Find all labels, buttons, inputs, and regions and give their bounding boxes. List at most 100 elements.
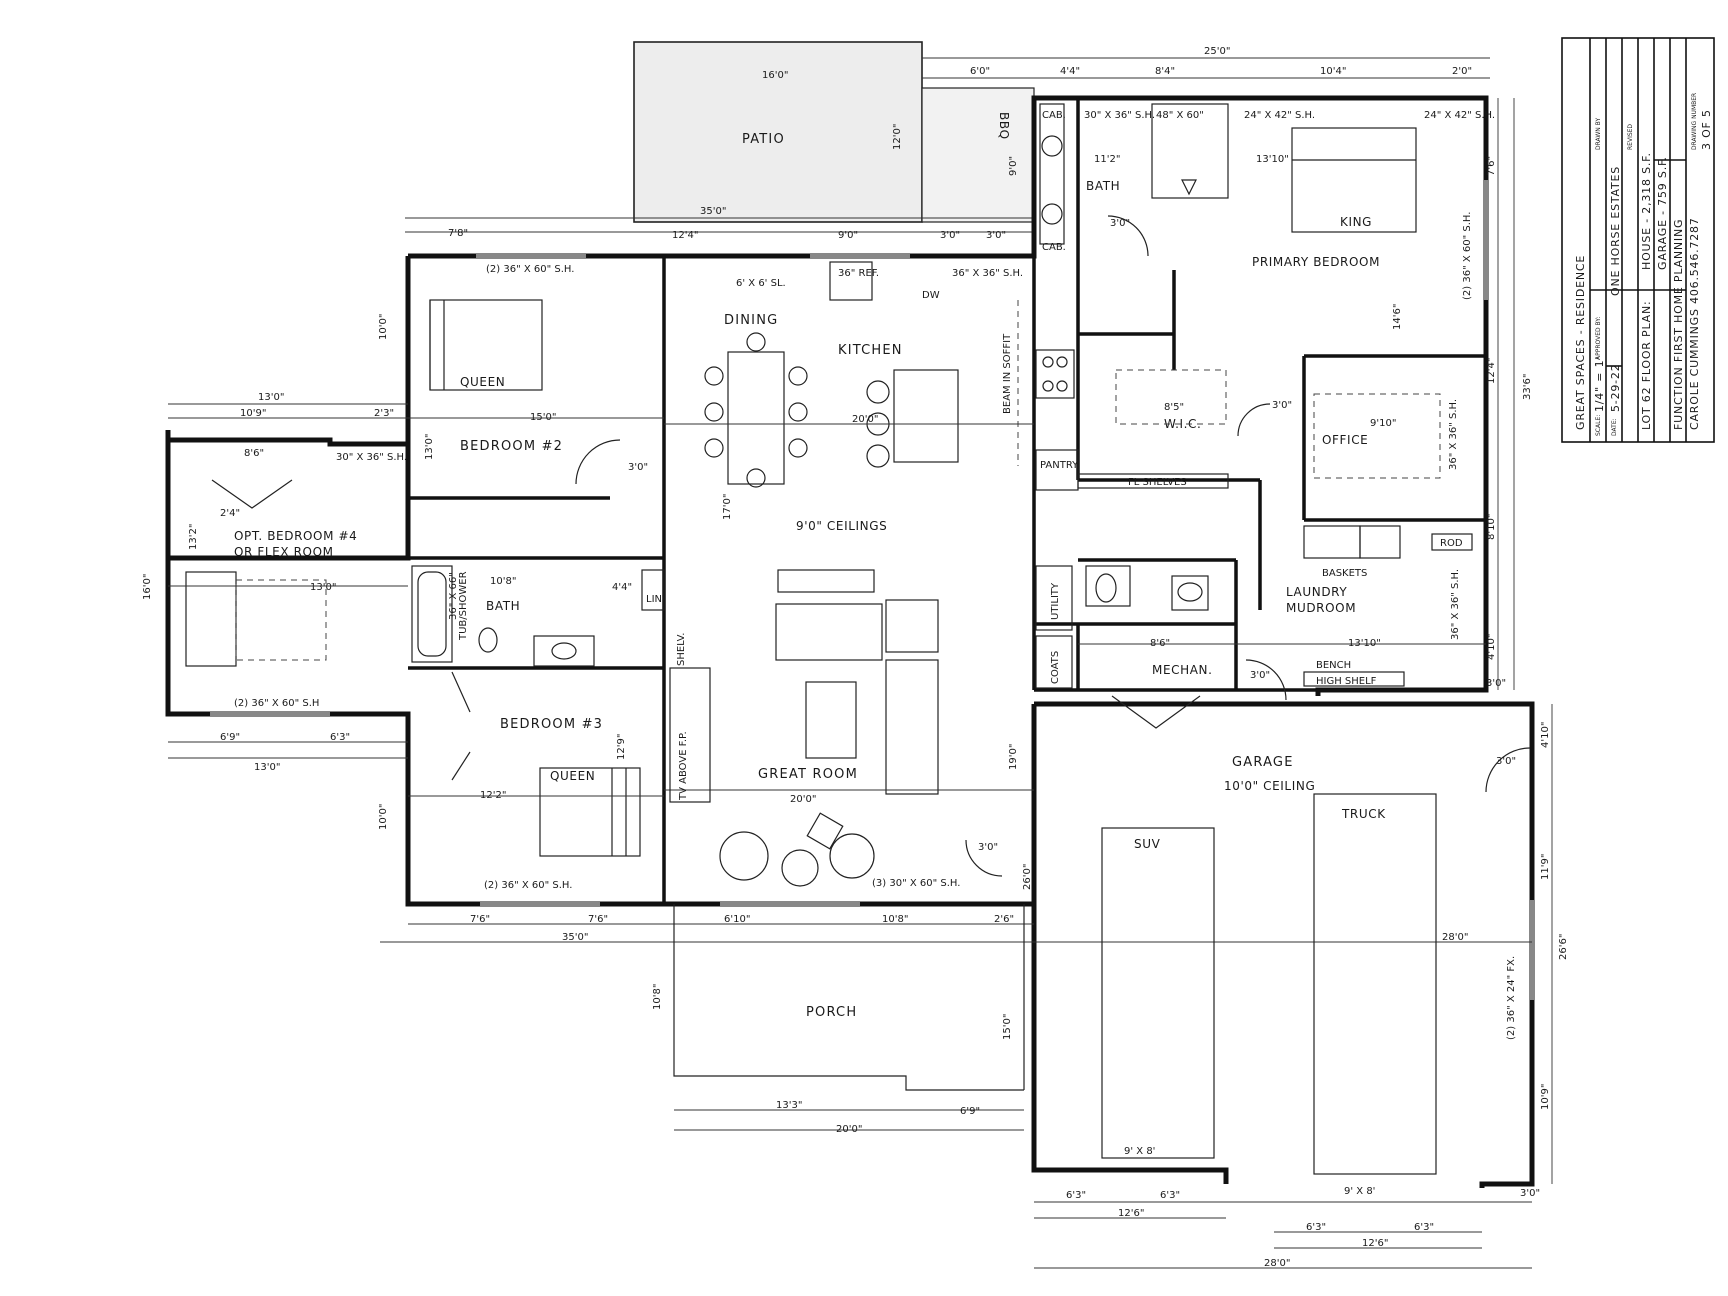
great-window: (3) 30" X 60" S.H. [872,878,960,889]
porch-width-dim: 20'0" [836,1124,862,1135]
bedroom-3-label: BEDROOM #3 [500,717,603,732]
top-d-dim: 10'4" [1320,66,1346,77]
garage-door-2-label: 9' X 8' [1344,1186,1375,1197]
porch-height-dim: 10'8" [652,984,663,1010]
kitchen-window: 36" X 36" S.H. [952,268,1023,279]
bed3-window: (2) 36" X 60" S.H. [484,880,572,891]
right-dimensions: 33'6" 7'6" 12'4" 8'10" 4'10" [1486,98,1533,690]
shower-window-label: 48" X 60" [1156,110,1204,121]
mech-width-dim: 8'6" [1150,638,1170,649]
ref-label: 36" REF. [838,268,879,279]
bed4-b-dim: 2'3" [374,408,394,419]
opt-bedroom-label-1: OPT. BEDROOM #4 [234,529,357,543]
high-shelf-label: HIGH SHELF [1316,676,1377,687]
bed4-c-dim: 8'6" [244,448,264,459]
office-label: OFFICE [1322,433,1368,447]
bed3-height-dim: 10'0" [378,804,389,830]
row2-b-dim: 12'4" [672,230,698,241]
door-3-great: 3'0" [978,842,998,853]
tub-window: 36" X 66" [448,572,459,620]
office-width-dim: 9'10" [1370,418,1396,429]
bench-label: BENCH [1316,660,1351,671]
tub-shower-label: TUB/SHOWER [458,571,469,641]
gar-b2-dim: 6'3" [1066,1190,1086,1201]
wic-label: W.I.C. [1164,417,1201,431]
great-height-dim: 17'0" [722,494,733,520]
date-label: DATE: [1611,418,1618,436]
drawn-by-label: DRAWN BY [1595,118,1602,150]
garage-bottom-dim: 28'0" [1264,1258,1290,1269]
scale-value: 1/4" = 1' [1593,356,1606,412]
row2-a-dim: 7'8" [448,228,468,239]
porch: PORCH 13'3" 6'9" 20'0" 10'8" 15'0" [652,904,1025,1135]
bath-window-label: 30" X 36" S.H. [1084,110,1155,121]
bed3-inner-dim: 12'9" [616,734,627,760]
bed4-a-dim: 10'9" [240,408,266,419]
row2-d-dim: 3'0" [940,230,960,241]
dining-kitchen: DINING KITCHEN 36" REF. DW BEAM IN SOFFI… [664,261,1229,520]
cab-label-2: CAB. [1042,242,1066,253]
bed3-width-dim: 12'2" [480,790,506,801]
drawing-number: 3 OF 5 [1700,109,1713,150]
sheet-title: LOT 62 FLOOR PLAN: [1640,301,1653,431]
prim-window-1: 24" X 42" S.H. [1244,110,1315,121]
patio-label: PATIO [742,132,785,147]
kitchen-label: KITCHEN [838,343,903,358]
lin-label: LIN. [646,594,665,605]
prim-window-2: 24" X 42" S.H. [1424,110,1495,121]
approved-by-value: ONE HORSE ESTATES [1609,166,1622,296]
bed2-side-dim: 13'0" [424,434,435,460]
top-dimensions: 25'0" 6'0" 4'4" 8'4" 10'4" 2'0" 35'0" 7'… [405,46,1490,241]
mechan-label: MECHAN. [1152,663,1213,677]
gar-b6-dim: 6'3" [1414,1222,1434,1233]
house-top-dim: 35'0" [700,206,726,217]
garage-label: GARAGE [1232,755,1294,770]
queen-label-1: QUEEN [460,375,505,389]
bot-c-dim: 6'10" [724,914,750,925]
bed2-window: (2) 36" X 60" S.H. [486,264,574,275]
patio-depth-dim: 12'0" [892,124,903,150]
laundry-label-1: LAUNDRY [1286,585,1347,599]
truck-label: TRUCK [1341,807,1386,821]
great-room: 9'0" CEILINGS GREAT ROOM 20'0" (3) 30" X… [664,519,1034,889]
bed4-window-bottom: (2) 36" X 60" S.H [234,698,319,709]
laundry-width-dim: 13'10" [1348,638,1381,649]
door-3-laundry: 3'0" [1250,670,1270,681]
project-title: GREAT SPACES - RESIDENCE [1574,255,1587,430]
bed2-width-dim: 15'0" [530,412,556,423]
bed4-overall-dim: 13'0" [258,392,284,403]
patio-width-dim: 16'0" [762,70,788,81]
top-e-dim: 2'0" [1452,66,1472,77]
tv-label: TV ABOVE F.P. [678,731,689,801]
hall-bath: TUB/SHOWER 36" X 66" BATH 10'8" 4'4" LIN… [411,565,665,667]
opt-bedroom-label-2: OR FLEX ROOM [234,545,334,559]
shelv-label: SHELV. [676,633,687,666]
right-d-dim: 4'10" [1486,634,1497,660]
suv-label: SUV [1134,837,1161,851]
dw-label: DW [922,290,940,301]
bottom-dimensions: 7'6" 7'6" 6'10" 10'8" 2'6" 35'0" 28'0" [380,914,1532,943]
garage-ceiling-label: 10'0" CEILING [1224,779,1315,793]
bottom-overall-dim: 35'0" [562,932,588,943]
date-value: 5-29-22 [1609,363,1622,412]
pantry-label: PANTRY [1040,460,1079,471]
windows [210,180,1534,1000]
king-label: KING [1340,215,1372,229]
bot-b-dim: 7'6" [588,914,608,925]
bot-a-dim: 7'6" [470,914,490,925]
drawing-number-label: DRAWING NUMBER [1691,93,1698,150]
row2-c-dim: 9'0" [838,230,858,241]
row2-e-dim: 3'0" [986,230,1006,241]
garage-door-1-label: 9' X 8' [1124,1146,1155,1157]
garage: GARAGE 10'0" CEILING SUV TRUCK 9' X 8' 9… [1022,704,1569,1269]
top-overall-dim: 25'0" [1204,46,1230,57]
coats-label: COATS [1050,651,1061,684]
porch-label: PORCH [806,1005,857,1020]
door-3-office: 3'0" [1272,400,1292,411]
garage-side-dim: 26'0" [1022,864,1033,890]
company-name: FUNCTION FIRST HOME PLANNING [1672,219,1685,430]
queen-label-2: QUEEN [550,769,595,783]
bedroom-2: QUEEN BEDROOM #2 15'0" (2) 36" X 60" S.H… [378,264,664,485]
gar-b3-dim: 6'3" [1160,1190,1180,1201]
